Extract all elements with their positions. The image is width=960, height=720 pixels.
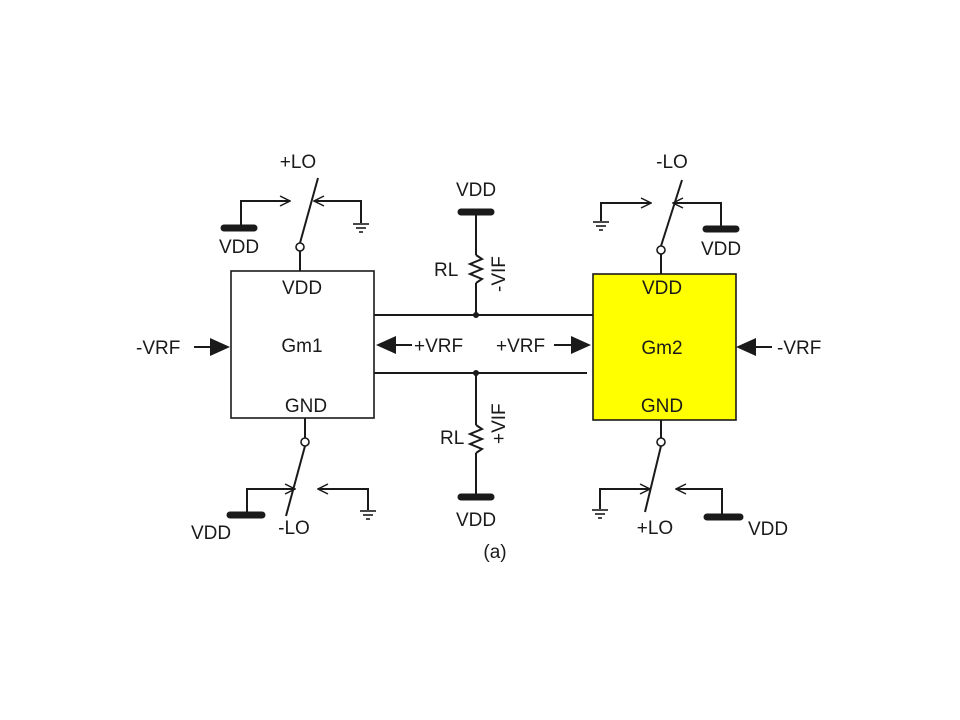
gm2-bottom-vdd-arrow (676, 489, 723, 517)
gm2-top-gnd-arrow (600, 203, 651, 221)
gm1-name: Gm1 (281, 336, 322, 357)
bottom-load: VDD RL +VIF (440, 373, 510, 531)
gm2-bottom-ground-icon (592, 509, 608, 519)
gm2-bottom-vdd-label: VDD (748, 519, 788, 540)
gm2-top-lo-label: -LO (656, 152, 688, 173)
top-load: VDD RL -VIF (434, 180, 510, 315)
gm1-bottom-vdd-label: VDD (191, 523, 231, 544)
gm2-top-switch: -LO VDD (593, 152, 741, 274)
gm1-top-switch-blade (299, 177, 319, 244)
top-resistor-symbol (467, 254, 485, 284)
center-right-arrowhead (571, 336, 591, 354)
gm2-bottom-gnd-arrow (599, 489, 650, 509)
top-output-label: -VIF (489, 256, 510, 292)
top-supply-label: VDD (456, 180, 496, 201)
gm1-top-lo-label: +LO (280, 152, 316, 173)
gm2-input-arrowhead (736, 338, 756, 356)
gm1-input: -VRF (136, 338, 230, 359)
gm2-name: Gm2 (641, 338, 682, 359)
gm2-bottom-switch-blade (644, 445, 662, 513)
gm2-gnd-label: GND (641, 396, 683, 417)
gm2-top-switch-blade (660, 179, 683, 247)
gm2-input-label: -VRF (777, 338, 821, 359)
bottom-output-label: +VIF (489, 403, 510, 444)
bottom-resistor-symbol (467, 424, 485, 454)
gm1-gnd-label: GND (285, 396, 327, 417)
gm1-top-ground-icon (353, 223, 369, 233)
gm1-top-gnd-arrow (314, 201, 362, 223)
gm1-bottom-lo-label: -LO (278, 518, 310, 539)
gm1-vdd-label: VDD (282, 278, 322, 299)
top-resistor-label: RL (434, 260, 458, 281)
center-left-arrowhead (376, 336, 396, 354)
bottom-supply-label: VDD (456, 510, 496, 531)
gm1-bottom-switch-blade (285, 445, 306, 517)
gm2-block: VDD Gm2 GND (592, 273, 737, 421)
gm1-bottom-vdd-arrow (246, 489, 295, 515)
gm1-bottom-switch-contact (300, 437, 310, 447)
gm1-block: VDD Gm1 GND (230, 270, 375, 419)
center-right-input-label: +VRF (496, 336, 545, 357)
gm1-input-arrowhead (210, 338, 230, 356)
gm2-top-ground-icon (593, 221, 609, 231)
gm2-top-switch-contact (656, 245, 666, 255)
gm1-bottom-ground-icon (360, 510, 376, 520)
gm1-input-label: -VRF (136, 338, 180, 359)
gm1-top-switch-contact (295, 242, 305, 252)
gm2-box (592, 273, 737, 421)
gm2-bottom-lo-label: +LO (637, 518, 673, 539)
gm1-top-vdd-arrow (240, 201, 290, 228)
center-left-input: +VRF (376, 336, 463, 357)
gm1-box (230, 270, 375, 419)
gm2-top-vdd-label: VDD (701, 239, 741, 260)
gm2-bottom-switch-contact (656, 437, 666, 447)
gm2-vdd-label: VDD (642, 278, 682, 299)
figure-caption: (a) (483, 542, 506, 563)
gm1-top-switch: +LO VDD (219, 152, 369, 271)
gm1-bottom-switch: -LO VDD (191, 418, 376, 544)
bottom-resistor-label: RL (440, 428, 464, 449)
gm2-input: -VRF (736, 338, 821, 359)
gm1-top-vdd-label: VDD (219, 237, 259, 258)
gm2-bottom-switch: +LO VDD (592, 420, 788, 540)
center-left-input-label: +VRF (414, 336, 463, 357)
center-right-input: +VRF (496, 336, 591, 357)
gm2-top-vdd-arrow (673, 203, 722, 229)
gm1-bottom-gnd-arrow (318, 489, 369, 510)
